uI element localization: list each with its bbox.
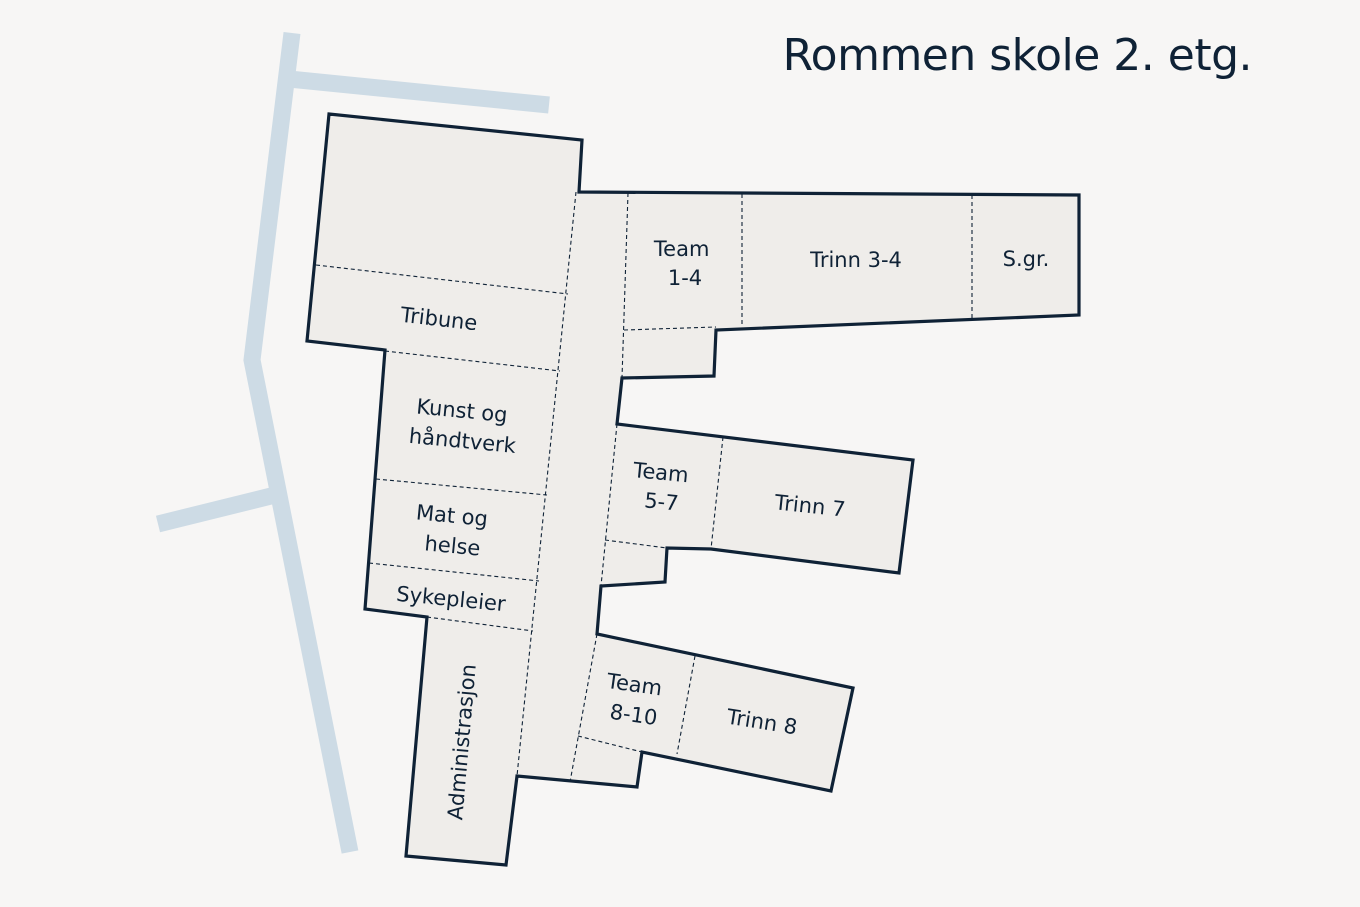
building-outline (305, 112, 1081, 867)
divider-sykepleier-bottom (426, 616, 534, 632)
divider-team-1-4-bottom (623, 326, 717, 331)
divider-team-5-7-bottom (604, 539, 668, 549)
divider-team-8-10-bottom (577, 735, 643, 753)
label-team-1-4-line1: Team (653, 237, 710, 261)
divider-team-8-10-right (676, 655, 696, 755)
divider-kunst-bottom (375, 478, 548, 496)
label-trinn-3-4: Trinn 3-4 (809, 248, 902, 272)
road-left-branch (155, 487, 274, 533)
divider-tribune-bottom (384, 350, 561, 372)
label-mat-line2: helse (423, 531, 481, 560)
divider-team-5-7-right (710, 436, 724, 550)
divider-mat-bottom (368, 562, 540, 582)
map-title: Rommen skole 2. etg. (782, 30, 1253, 81)
label-team-5-7: Team 5-7 (628, 458, 696, 517)
divider-tribune-top (315, 264, 569, 295)
label-s-gr: S.gr. (1003, 247, 1050, 271)
road-main (243, 31, 359, 854)
road-top-branch (288, 70, 550, 114)
divider-corridor-right-top (621, 192, 629, 379)
divider-corridor-right-mid (600, 423, 618, 587)
label-team-5-7-line1: Team (631, 458, 690, 487)
roads (155, 31, 550, 854)
room-dividers (315, 191, 973, 783)
label-team-1-4-line2: 1-4 (668, 266, 702, 290)
label-team-5-7-line2: 5-7 (643, 488, 679, 515)
label-team-1-4: Team 1-4 (653, 237, 716, 290)
